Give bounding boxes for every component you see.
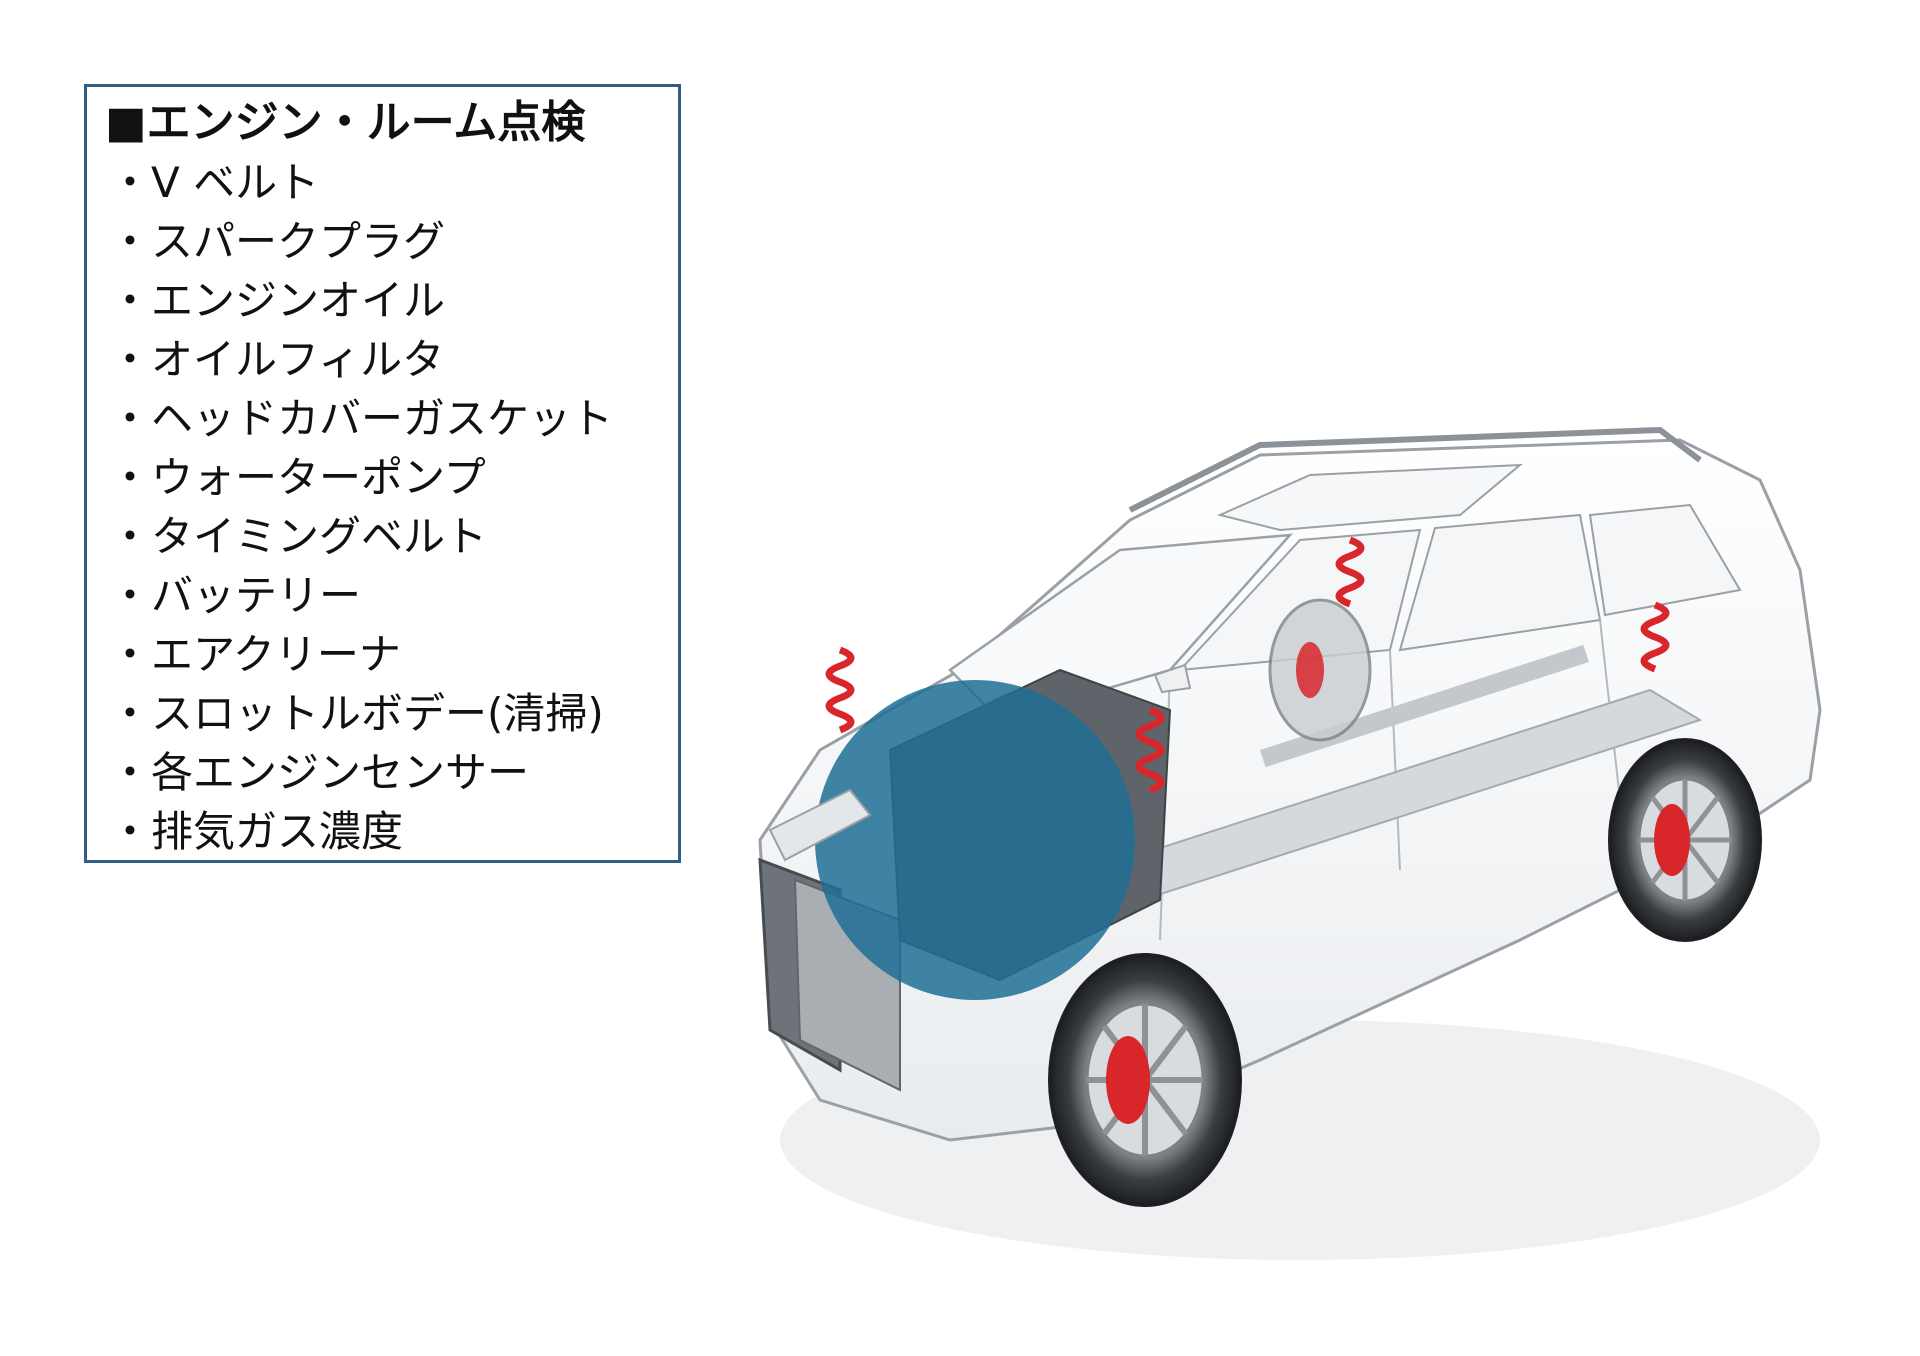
checklist-item-timing-belt: ・タイミングベルト xyxy=(109,512,488,561)
checklist-item-v-belt: ・V ベルト xyxy=(109,158,320,207)
checklist-item-engine-oil: ・エンジンオイル xyxy=(109,276,446,325)
front-spring-left xyxy=(825,646,855,734)
checklist-item-head-cover-gasket: ・ヘッドカバーガスケット xyxy=(109,394,614,443)
checklist-item-spark-plug: ・スパークプラグ xyxy=(109,217,446,266)
checklist-item-oil-filter: ・オイルフィルタ xyxy=(109,335,445,384)
engine-room-checklist: ■エンジン・ルーム点検 ・V ベルト ・スパークプラグ ・エンジンオイル ・オイ… xyxy=(84,84,681,863)
rear-spring-left xyxy=(1335,536,1365,608)
front-wheel-near xyxy=(1048,953,1242,1207)
engine-highlight xyxy=(815,680,1135,1000)
sunroof xyxy=(1216,463,1523,532)
side-mirror xyxy=(1153,663,1192,694)
headlight xyxy=(768,788,872,862)
rear-spring-right xyxy=(1640,601,1670,673)
rear-quarter-window xyxy=(1588,503,1742,617)
checklist-title: ■エンジン・ルーム点検 xyxy=(105,97,586,148)
rear-wheel-far xyxy=(1268,598,1372,742)
side-window-rear xyxy=(1398,513,1602,652)
checklist-item-water-pump: ・ウォーターポンプ xyxy=(109,453,486,502)
exhaust-pipe xyxy=(1260,644,1589,768)
rear-wheel-near xyxy=(1608,738,1762,942)
roof-rail xyxy=(1128,426,1702,513)
checklist-item-air-cleaner: ・エアクリーナ xyxy=(109,630,401,679)
front-spring-right xyxy=(1135,706,1165,794)
car-cutaway-illustration xyxy=(758,426,1822,1260)
checklist-item-engine-sensors: ・各エンジンセンサー xyxy=(109,748,530,797)
checklist-items: ・V ベルト ・スパークプラグ ・エンジンオイル ・オイルフィルタ ・ヘッドカバ… xyxy=(109,153,613,861)
checklist-item-throttle-body: ・スロットルボデー(清掃) xyxy=(109,689,604,738)
checklist-item-exhaust-gas: ・排気ガス濃度 xyxy=(109,807,404,856)
checklist-item-battery: ・バッテリー xyxy=(109,571,362,620)
